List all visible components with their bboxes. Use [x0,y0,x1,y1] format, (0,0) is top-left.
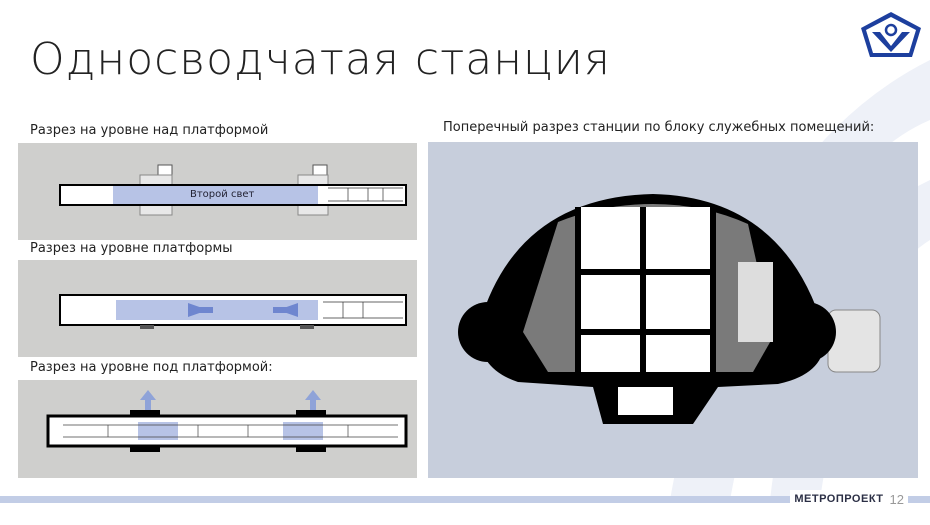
footer: МЕТРОПРОЕКТ 12 [790,490,908,508]
plan-drawing [46,390,408,452]
cross-section-image [428,142,918,478]
section-label-platform: Разрез на уровне платформы [30,241,233,256]
plan-drawing [59,164,407,216]
footer-brand: МЕТРОПРОЕКТ [794,493,884,505]
page-number: 12 [889,491,904,507]
plan-drawing [59,294,407,329]
metroproekt-logo [861,12,921,57]
cross-section-drawing [458,194,881,424]
footer-bar [0,496,930,503]
plan-below-platform [18,380,417,478]
page-title: Односводчатая станция [30,34,611,85]
cross-section-label: Поперечный разрез станции по блоку служе… [443,120,875,135]
plan-above-platform: Второй свет [18,143,417,240]
plan-platform-level [18,260,417,357]
section-label-below-platform: Разрез на уровне под платформой: [30,360,273,375]
section-label-above-platform: Разрез на уровне над платформой [30,123,269,138]
second-light-annotation: Второй свет [190,189,255,200]
